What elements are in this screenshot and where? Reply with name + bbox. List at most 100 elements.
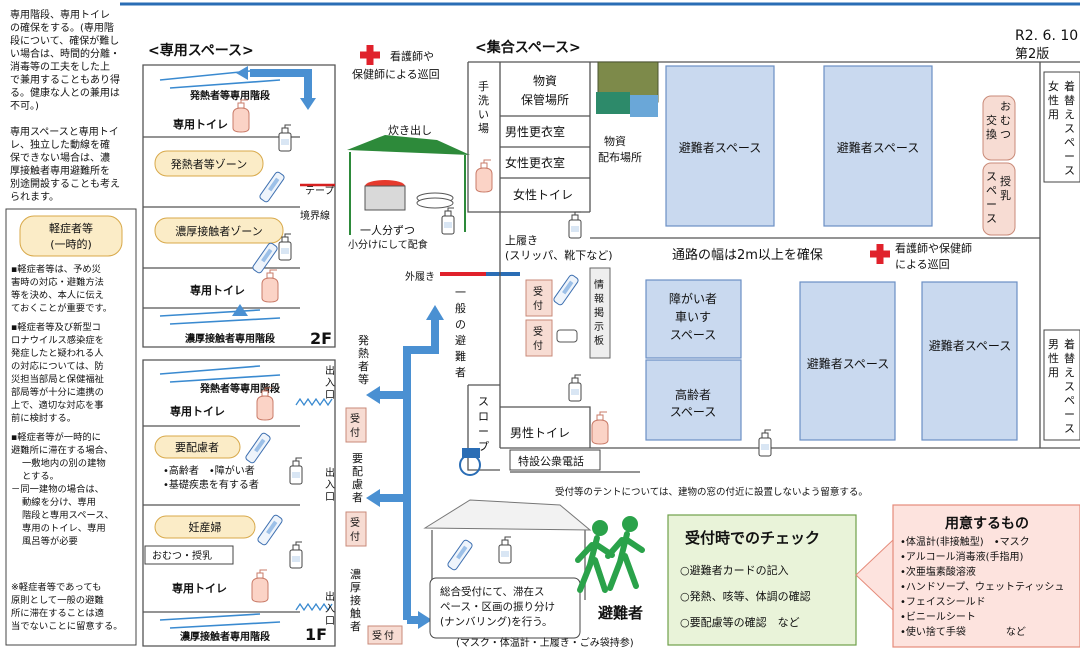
nursing-box bbox=[982, 162, 1016, 236]
svg-text:ス: ス bbox=[1064, 164, 1075, 177]
contact-zone-pill bbox=[154, 217, 284, 244]
nurse-round-common-1: 看護師や保健師 bbox=[895, 241, 972, 255]
svg-text:着: 着 bbox=[1064, 337, 1075, 351]
reception-box-contact bbox=[367, 625, 403, 645]
thermometer-icon bbox=[244, 431, 272, 465]
prepare-items: •体温計(非接触型) •マスク •アルコール消毒液(手指用) •次亜塩素酸溶液 … bbox=[900, 535, 1064, 638]
svg-text:用: 用 bbox=[1048, 366, 1059, 379]
svg-text:熱: 熱 bbox=[358, 347, 369, 360]
reception-box-fever bbox=[345, 407, 367, 443]
svg-text:ー: ー bbox=[478, 425, 489, 438]
slippers-1: 上履き bbox=[505, 234, 538, 247]
male-changing-room: 男性更衣室 bbox=[505, 124, 565, 139]
svg-text:ス: ス bbox=[1064, 380, 1075, 393]
male-toilet: 男性トイレ bbox=[510, 426, 570, 440]
svg-text:情: 情 bbox=[594, 278, 604, 291]
info-board bbox=[589, 267, 611, 359]
thermometer-icon bbox=[251, 241, 279, 275]
svg-text:災担当部局と保健福祉: 災担当部局と保健福祉 bbox=[11, 373, 104, 385]
svg-text:の対応については、防: の対応については、防 bbox=[11, 360, 104, 372]
svg-text:不可。): 不可。) bbox=[10, 101, 39, 112]
svg-text:報: 報 bbox=[594, 293, 604, 305]
thermometer-icon bbox=[256, 513, 284, 547]
svg-text:授: 授 bbox=[1000, 174, 1011, 188]
soap-icon bbox=[475, 159, 493, 193]
svg-text:濃厚接触者専用階段: 濃厚接触者専用階段 bbox=[180, 630, 270, 643]
svg-text:厚: 厚 bbox=[350, 581, 361, 594]
prepare-pointer bbox=[855, 538, 894, 612]
svg-text:避難者スペース: 避難者スペース bbox=[837, 140, 920, 155]
check-box bbox=[667, 514, 857, 646]
svg-text:ス: ス bbox=[986, 170, 997, 183]
svg-text:者: 者 bbox=[352, 491, 363, 504]
svg-text:女: 女 bbox=[1048, 79, 1059, 93]
pregnant-pill bbox=[154, 515, 256, 539]
evacuee-label: 避難者 bbox=[598, 604, 643, 622]
left-note-1: 専用階段、専用トイレ の確保をする。(専用階 段について、確保が難し い場合は、… bbox=[10, 8, 120, 112]
mild-case-title-1: 軽症者等 bbox=[49, 221, 93, 235]
svg-text:つ: つ bbox=[1000, 128, 1011, 141]
handwash-label: 手 洗 い 場 bbox=[478, 79, 489, 135]
svg-text:付: 付 bbox=[384, 629, 394, 642]
svg-text:換: 換 bbox=[986, 128, 997, 141]
male-changing-space bbox=[1043, 329, 1080, 441]
sanitizer-icon bbox=[289, 541, 303, 569]
svg-text:専用スペースと専用トイ: 専用スペースと専用トイ bbox=[10, 126, 119, 138]
common-space-title: <集合スペース> bbox=[475, 39, 581, 56]
thermometer-icon bbox=[258, 170, 286, 204]
svg-text:口: 口 bbox=[325, 492, 335, 503]
svg-text:る。健康な人との兼用は: る。健康な人との兼用は bbox=[10, 86, 120, 99]
toilet-1f-upper: 専用トイレ bbox=[170, 404, 225, 418]
dedicated-space-title: <専用スペース> bbox=[148, 42, 254, 59]
phone-label: 特設公衆電話 bbox=[518, 454, 584, 468]
svg-text:口: 口 bbox=[325, 390, 335, 401]
svg-text:入: 入 bbox=[325, 378, 335, 389]
svg-text:とする。: とする。 bbox=[22, 471, 59, 482]
cooking-tent-icon bbox=[347, 135, 470, 235]
svg-text:場: 場 bbox=[478, 122, 489, 135]
svg-text:避: 避 bbox=[455, 333, 466, 347]
svg-text:ペ: ペ bbox=[1064, 394, 1075, 407]
svg-text:•フェイスシールド: •フェイスシールド bbox=[900, 597, 986, 608]
soap-icon bbox=[251, 569, 269, 603]
tape-label: テープ bbox=[305, 185, 334, 197]
svg-text:洗: 洗 bbox=[478, 94, 489, 107]
svg-text:原則として一般の避難: 原則として一般の避難 bbox=[11, 594, 104, 606]
svg-text:ス: ス bbox=[986, 212, 997, 225]
svg-text:ロナウイルス感染症を: ロナウイルス感染症を bbox=[11, 334, 104, 346]
svg-text:•ビニールシート: •ビニールシート bbox=[900, 611, 976, 623]
diaper-feed-box bbox=[144, 545, 234, 565]
floor-1-building bbox=[142, 359, 336, 647]
serving-1: 一人分ずつ bbox=[360, 224, 415, 237]
svg-text:発: 発 bbox=[358, 333, 369, 347]
fever-stairs-1f: 発熱者等専用階段 bbox=[159, 365, 281, 395]
svg-text:受: 受 bbox=[533, 286, 543, 298]
corridor-note: 通路の幅は2m以上を確保 bbox=[672, 247, 823, 263]
reception-box-general-1 bbox=[525, 279, 553, 317]
care-entry-label: 要 配 慮 者 bbox=[352, 452, 363, 504]
svg-text:お: お bbox=[1000, 100, 1011, 113]
female-changing-room: 女性更衣室 bbox=[505, 155, 565, 170]
svg-text:一敷地内の別の建物: 一敷地内の別の建物 bbox=[22, 457, 106, 469]
svg-text:出: 出 bbox=[325, 590, 335, 603]
mask-icon bbox=[556, 329, 578, 343]
svg-text:害時の対応・避難方法: 害時の対応・避難方法 bbox=[11, 276, 104, 288]
svg-text:部局等が十分に連携の: 部局等が十分に連携の bbox=[11, 386, 104, 398]
svg-text:ペ: ペ bbox=[986, 184, 997, 197]
svg-text:障がい者: 障がい者 bbox=[669, 291, 717, 306]
svg-text:付: 付 bbox=[533, 299, 543, 312]
svg-text:消毒等の工夫をした上: 消毒等の工夫をした上 bbox=[10, 60, 110, 73]
supply-dist-1: 物資 bbox=[604, 134, 626, 148]
contact-stairs-1f: 濃厚接触者専用階段 bbox=[159, 613, 281, 643]
contact-stairs-2f: 濃厚接触者専用階段 bbox=[159, 304, 281, 345]
svg-text:動線を分け、専用: 動線を分け、専用 bbox=[22, 496, 96, 508]
svg-text:男: 男 bbox=[1048, 338, 1059, 351]
flow-arrows bbox=[366, 305, 444, 629]
reception-box-general-2 bbox=[525, 319, 553, 357]
svg-text:られます。: られます。 bbox=[10, 191, 59, 203]
svg-text:替: 替 bbox=[1064, 93, 1075, 107]
sanitizer-icon bbox=[289, 457, 303, 485]
toilet-2f-lower: 専用トイレ bbox=[190, 283, 245, 297]
svg-text:ー: ー bbox=[1064, 408, 1075, 421]
supply-dist-2: 配布場所 bbox=[598, 151, 642, 164]
